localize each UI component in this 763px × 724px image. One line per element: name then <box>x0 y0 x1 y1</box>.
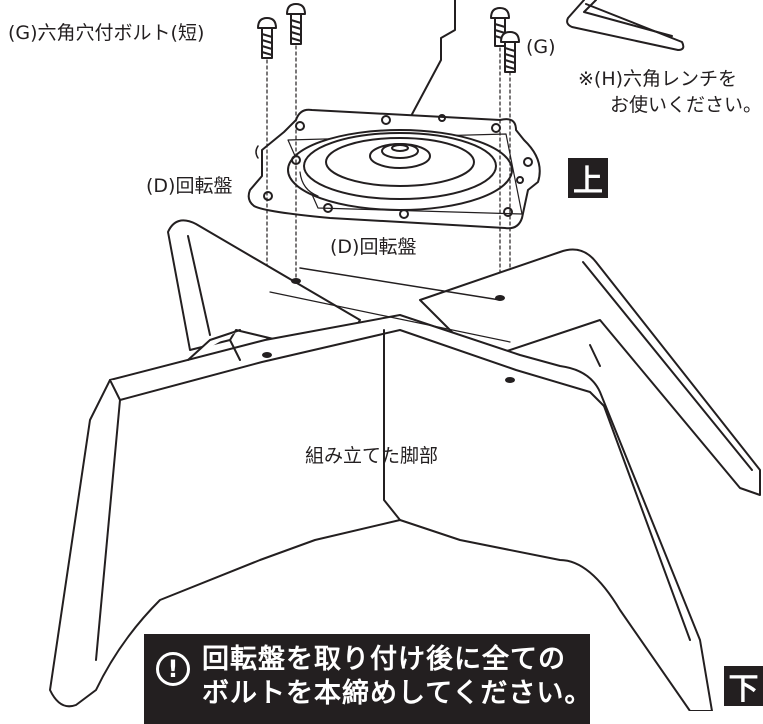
assembled-base-label: 組み立てた脚部 <box>305 445 439 467</box>
bolt-g-label: (G) <box>526 36 556 58</box>
hex-wrench-icon <box>566 0 685 51</box>
bottom-side-mark: 下 <box>724 666 763 707</box>
exclamation-icon: ! <box>156 652 190 686</box>
bolt-icon <box>500 31 520 73</box>
wrench-note-line2: お使いください。 <box>610 94 763 116</box>
turntable-plate <box>247 108 541 230</box>
bolt-holes <box>262 278 515 383</box>
notice-line1: 回転盤を取り付け後に全ての <box>202 644 566 675</box>
notice-line2: ボルトを本締めしてください。 <box>202 678 593 709</box>
turntable-left-label: (D)回転盤 <box>146 175 233 197</box>
leader-line <box>409 0 456 119</box>
bolt-short-label: (G)六角穴付ボルト(短) <box>8 22 205 44</box>
notice-box: ! 回転盤を取り付け後に全ての ボルトを本締めしてください。 <box>144 634 593 724</box>
wrench-note-line1: ※(H)六角レンチを <box>578 68 738 90</box>
assembled-base <box>49 219 761 711</box>
top-side-mark: 上 <box>568 158 608 199</box>
turntable-center-label: (D)回転盤 <box>330 236 417 258</box>
bolt-icon <box>490 7 510 47</box>
bolt-icon <box>286 3 306 45</box>
bolt-icon <box>257 17 277 59</box>
